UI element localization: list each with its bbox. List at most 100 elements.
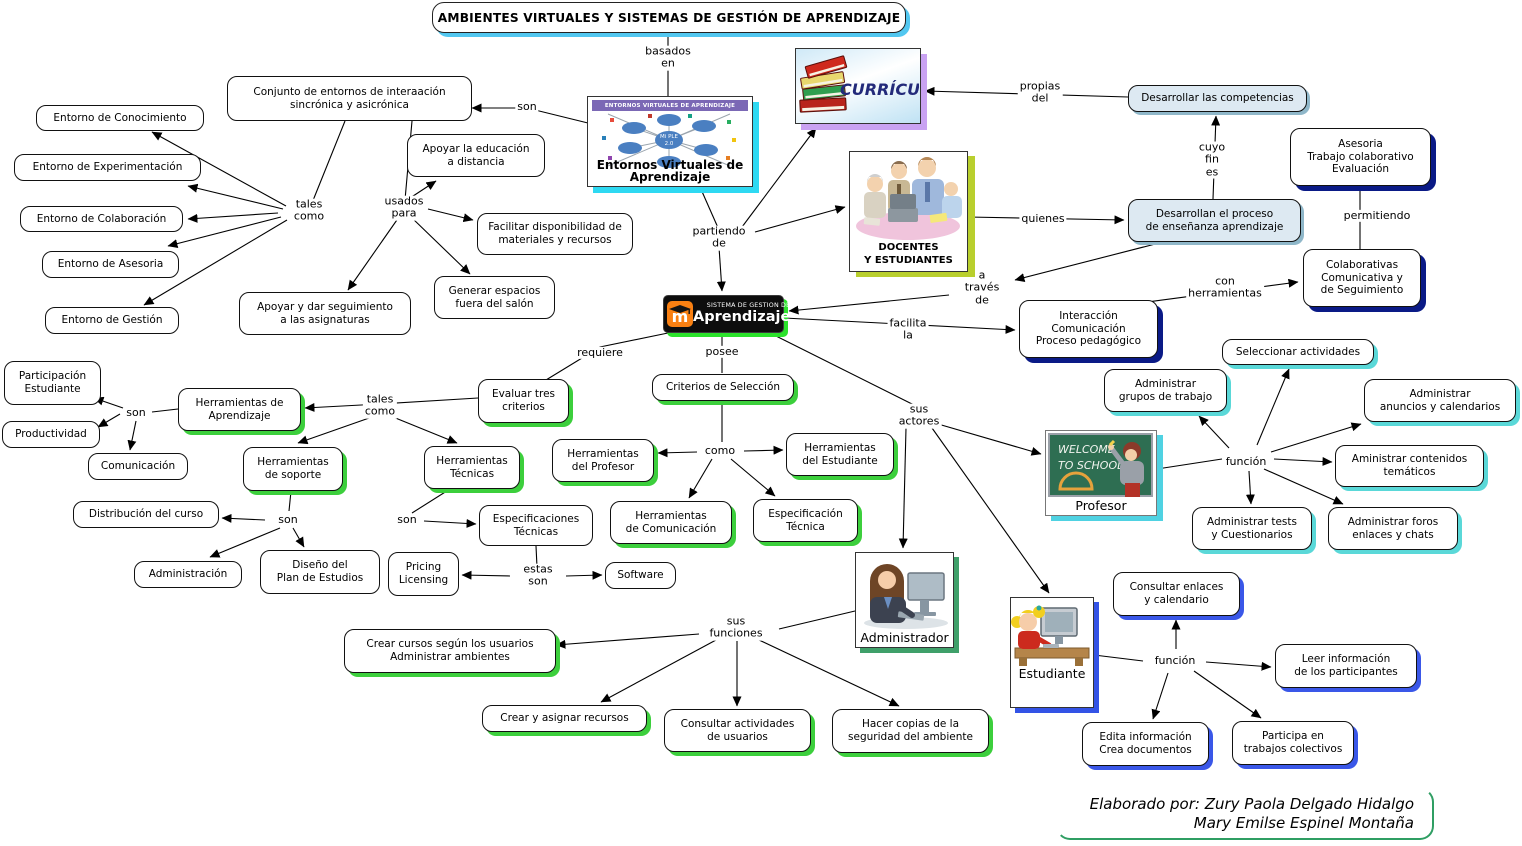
herramientas-tecnicas-node[interactable]: Herramientas Técnicas (424, 446, 520, 489)
edge-48 (657, 448, 698, 458)
edge-52 (1156, 458, 1223, 470)
eva-caption: Entornos Virtuales de Aprendizaje (596, 157, 744, 185)
herramientas-soporte-node[interactable]: Herramientas de soporte (243, 447, 343, 491)
entorno-experimentacion-node[interactable]: Entorno de Experimentación (14, 154, 201, 181)
software-node[interactable]: Software (605, 562, 676, 589)
svg-text:TO SCHOOL!: TO SCHOOL! (1058, 459, 1128, 472)
curriculo-image-node[interactable]: CURRÍCULO (795, 48, 944, 124)
entorno-asesoria-node[interactable]: Entorno de Asesoria (42, 251, 179, 278)
edge-37 (127, 420, 137, 451)
link-label-requiere: requiere (575, 345, 625, 360)
link-label-sus-actores: sus actores (896, 402, 942, 429)
estudiante-caption: Estudiante (1018, 666, 1086, 681)
profesor-image-node[interactable]: WELCOME TO SCHOOL! Profesor (1045, 430, 1157, 516)
link-label-permitiendo: permitiendo (1341, 208, 1413, 223)
sistema-gestion-aprendizaje-node[interactable]: m SISTEMA DE GESTION DE Aprendizaje (663, 295, 790, 333)
link-label-usados-para: usados para (382, 194, 426, 221)
administrar-anuncios-node[interactable]: Administrar anuncios y calendarios (1364, 379, 1516, 422)
herramientas-estudiante-node[interactable]: Herramientas del Estudiante (786, 433, 894, 476)
apoyar-seguimiento-node[interactable]: Apoyar y dar seguimiento a las asignatur… (239, 292, 411, 335)
moodle-logo-icon: m (667, 301, 693, 327)
participa-trabajos-node[interactable]: Participa en trabajos colectivos (1232, 721, 1354, 765)
link-label-propias-del: propias del (1017, 79, 1063, 106)
link-label-funcion-2: función (1152, 653, 1198, 668)
edge-68 (1193, 670, 1262, 719)
herramientas-comunicacion-node[interactable]: Herramientas de Comunicación (610, 501, 732, 544)
facilitar-disponibilidad-node[interactable]: Facilitar disponibilidad de materiales y… (477, 213, 633, 255)
sga-kicker: SISTEMA DE GESTION DE (706, 302, 791, 310)
conjunto-entornos-node[interactable]: Conjunto de entornos de interaación sinc… (227, 76, 472, 121)
edge-67 (1151, 672, 1169, 720)
consultar-actividades-node[interactable]: Consultar actividades de usuarios (664, 709, 811, 752)
crear-asignar-recursos-node[interactable]: Crear y asignar recursos (482, 705, 647, 732)
edge-7 (167, 216, 282, 248)
link-label-tales-como-2: tales como (362, 392, 398, 419)
edge-53 (1198, 415, 1230, 449)
entorno-gestion-node[interactable]: Entorno de Gestión (45, 307, 179, 334)
especificacion-tecnica-node[interactable]: Especificación Técnica (753, 499, 858, 542)
asesoria-trabajo-evaluacion-node[interactable]: Asesoria Trabajo colaborativo Evaluación (1290, 128, 1431, 186)
edge-34 (151, 408, 179, 413)
comunicacion-node[interactable]: Comunicación (88, 453, 188, 480)
desarrollar-competencias-node[interactable]: Desarrollar las competencias (1128, 85, 1307, 112)
desarrollan-proceso-node[interactable]: Desarrollan el proceso de enseñanza apre… (1128, 199, 1301, 242)
entornos-virtuales-image-node[interactable]: ENTORNOS VIRTUALES DE APRENDIZAJE Mi PL (587, 96, 753, 187)
estudiante-image-node[interactable]: Estudiante (1010, 597, 1094, 708)
interaccion-comunicacion-node[interactable]: Interacción Comunicación Proceso pedagóg… (1019, 300, 1158, 358)
consultar-enlaces-node[interactable]: Consultar enlaces y calendario (1113, 572, 1240, 616)
link-label-basados-en: basados en (643, 44, 693, 71)
diseno-plan-estudios-node[interactable]: Diseño del Plan de Estudios (260, 550, 380, 594)
herramientas-profesor-node[interactable]: Herramientas del Profesor (552, 439, 654, 482)
edge-30 (931, 427, 1050, 594)
edge-22 (788, 294, 950, 315)
leer-informacion-node[interactable]: Leer información de los participantes (1275, 644, 1417, 688)
link-label-son-4: son (395, 512, 419, 527)
edge-55 (1270, 422, 1362, 453)
link-label-son-3: son (276, 512, 300, 527)
edge-43 (423, 518, 477, 528)
administrar-tests-node[interactable]: Administrar tests y Cuestionarios (1192, 507, 1312, 550)
edge-63 (758, 639, 900, 707)
edge-10 (427, 208, 474, 223)
entorno-conocimiento-node[interactable]: Entorno de Conocimiento (36, 105, 204, 131)
teacher-chalkboard-icon: WELCOME TO SCHOOL! (1048, 433, 1153, 497)
aministrar-contenidos-node[interactable]: Aministrar contenidos temáticos (1335, 445, 1484, 487)
edge-13 (699, 186, 720, 231)
edge-11 (347, 216, 400, 291)
hacer-copias-node[interactable]: Hacer copias de la seguridad del ambient… (832, 709, 989, 753)
docentes-estudiantes-image-node[interactable]: DOCENTES Y ESTUDIANTES (849, 151, 968, 272)
link-label-partiendo-de: partiendo de (690, 224, 748, 251)
edge-36 (97, 413, 121, 428)
map-title[interactable]: AMBIENTES VIRTUALES Y SISTEMAS DE GESTIÓ… (432, 2, 906, 33)
seleccionar-actividades-node[interactable]: Seleccionar actividades (1222, 339, 1374, 365)
productividad-node[interactable]: Productividad (2, 421, 100, 448)
criterios-seleccion-node[interactable]: Criterios de Selección (652, 374, 794, 401)
evaluar-criterios-node[interactable]: Evaluar tres criterios (478, 379, 569, 423)
colaborativas-comunicativa-node[interactable]: Colaborativas Comunicativa y de Seguimie… (1303, 249, 1421, 307)
especificaciones-tecnicas-node[interactable]: Especificaciones Técnicas (479, 505, 593, 546)
woman-at-computer-icon (864, 564, 948, 629)
ple-network-icon: Mi PLE 2.0 (602, 113, 736, 168)
herramientas-aprendizaje-node[interactable]: Herramientas de Aprendizaje (178, 388, 301, 431)
edge-5 (187, 183, 284, 210)
administrar-grupos-node[interactable]: Administrar grupos de trabajo (1104, 369, 1227, 412)
distribucion-curso-node[interactable]: Distribución del curso (73, 501, 219, 528)
apoyar-educacion-node[interactable]: Apoyar la educación a distancia (407, 134, 545, 177)
edge-61 (600, 639, 717, 703)
administracion-node[interactable]: Administración (134, 561, 242, 588)
edge-21 (1014, 241, 1164, 282)
administrador-image-node[interactable]: Administrador (855, 552, 954, 648)
crear-cursos-node[interactable]: Crear cursos según los usuarios Administ… (344, 629, 556, 673)
entorno-colaboracion-node[interactable]: Entorno de Colaboración (20, 206, 183, 232)
link-label-estas-son: estas son (521, 562, 555, 589)
edita-informacion-node[interactable]: Edita información Crea documentos (1082, 722, 1209, 766)
participacion-estudiante-node[interactable]: Participación Estudiante (4, 361, 101, 405)
generar-espacios-node[interactable]: Generar espacios fuera del salón (434, 276, 555, 319)
pricing-licensing-node[interactable]: Pricing Licensing (388, 552, 459, 596)
administrar-foros-node[interactable]: Administrar foros enlaces y chats (1328, 507, 1458, 550)
edge-64 (1093, 654, 1144, 662)
link-label-cuyo-fin-es: cuyo fin es (1196, 140, 1228, 179)
link-label-son-2: son (124, 405, 148, 420)
eva-banner: ENTORNOS VIRTUALES DE APRENDIZAJE (592, 100, 748, 111)
